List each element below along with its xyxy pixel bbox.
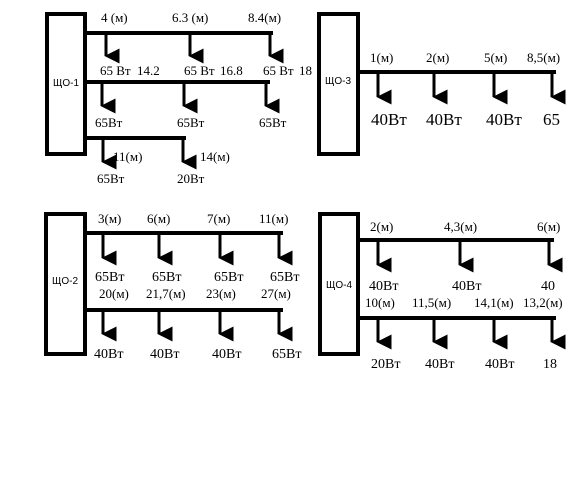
distance-label: 6(м) [537,219,560,234]
load-label: 65Вт [177,115,205,130]
panel-box-sho4[interactable] [318,212,360,356]
distance-label: 14,1(м) [474,295,514,310]
panel-box-sho2[interactable] [44,212,87,356]
distance-label: 4,3(м) [444,219,477,234]
load-label: 65Вт [259,115,287,130]
load-label: 65Вт [214,270,243,285]
distance-label: 8.4(м) [248,10,281,25]
distance-label: 23(м) [206,286,236,301]
load-label: 20Вт [177,171,205,186]
load-label: 65 Вт [263,63,294,78]
panel-label-sho2: ЩО-2 [52,276,78,287]
load-label: 65 [543,110,560,129]
distance-label: 6.3 (м) [172,10,208,25]
load-label: 40Вт [371,110,407,129]
panel-label-sho1: ЩО-1 [53,78,79,89]
load-label: 40Вт [94,347,123,362]
load-label: 40Вт [486,110,522,129]
distance-label: 11,5(м) [412,295,451,310]
panel-sho1: ЩО-1 4 (м) 6.3 (м) 8.4(м) 65 Вт 65 Вт 65… [45,10,312,186]
load-label: 40Вт [452,279,481,294]
distance-label: 1(м) [370,50,393,65]
distance-label: 2(м) [426,50,449,65]
distance-label: 4 (м) [101,10,128,25]
panel-label-sho3: ЩО-3 [325,76,351,87]
load-label: 65Вт [152,270,181,285]
load-label: 65Вт [270,270,299,285]
distance-label: 11(м) [113,149,142,164]
distance-label: 8,5(м) [527,50,560,65]
distance-label: 2(м) [370,219,393,234]
load-label: 65 Вт [184,63,215,78]
load-label: 40Вт [485,357,514,372]
panel-label-sho4: ЩО-4 [326,280,352,291]
distance-label: 20(м) [99,286,129,301]
panel-sho4: ЩО-4 2(м) 4,3(м) 6(м) 40Вт 40Вт 40 [318,212,566,372]
load-label: 40Вт [425,357,454,372]
load-label: 65Вт [97,171,125,186]
panel-sho3: ЩО-3 1(м) 2(м) 5(м) 8,5(м) 40Вт 40Вт 40В… [317,12,566,156]
load-label: 65 Вт [100,63,131,78]
load-label: 40 [541,279,555,294]
distance-label: 10(м) [365,295,395,310]
load-label: 20Вт [371,357,400,372]
distance-label: 11(м) [259,211,288,226]
load-label: 65Вт [95,115,123,130]
distance-label: 21,7(м) [146,286,186,301]
distance-label: 13,2(м) [523,295,563,310]
load-label: 40Вт [212,347,241,362]
load-label: 40Вт [426,110,462,129]
panel-box-sho3[interactable] [317,12,360,156]
distance-label: 3(м) [98,211,121,226]
distance-label: 7(м) [207,211,230,226]
load-label: 65Вт [95,270,124,285]
distance-label: 16.8 [220,63,243,78]
load-label: 40Вт [369,279,398,294]
distance-label: 14.2 [137,63,160,78]
distance-label: 5(м) [484,50,507,65]
load-label: 18 [543,357,557,372]
panel-box-sho1[interactable] [45,12,87,156]
load-label: 40Вт [150,347,179,362]
distance-label: 14(м) [200,149,230,164]
load-label: 65Вт [272,347,301,362]
distance-label: 27(м) [261,286,291,301]
distance-label: 6(м) [147,211,170,226]
distance-label: 18 [299,63,312,78]
panel-sho2: ЩО-2 3(м) 6(м) 7(м) 11(м) 65Вт 65Вт 65Вт… [44,211,301,362]
